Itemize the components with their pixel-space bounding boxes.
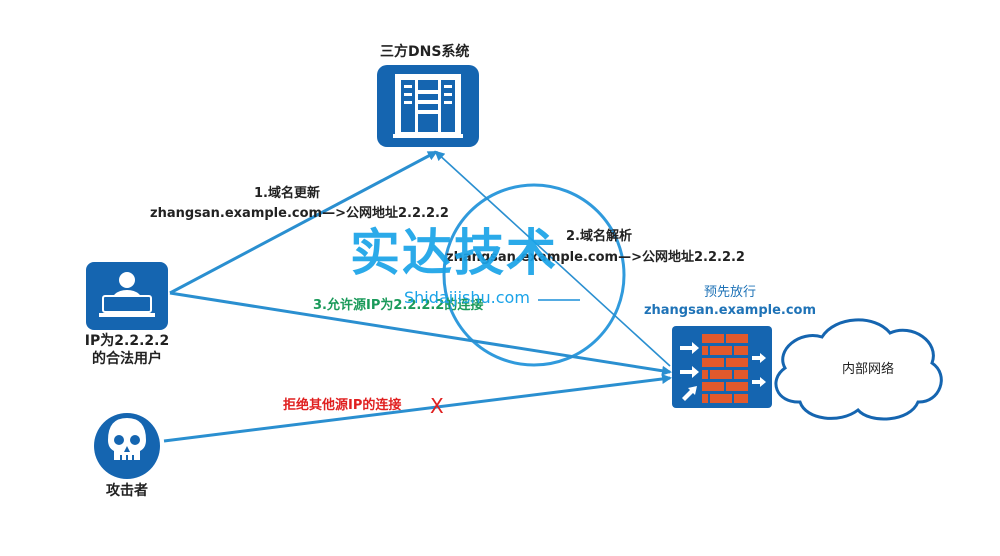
firewall-label-line2: zhangsan.example.com	[643, 303, 817, 318]
watermark-subtitle: Shidaijishu.com	[404, 288, 530, 307]
dns-server-label: 三方DNS系统	[380, 44, 470, 60]
allow-connection-arrow	[169, 291, 672, 376]
watermark-circle	[442, 183, 626, 367]
attacker-skull-icon	[94, 413, 160, 479]
domain-update-label-line1: 1.域名更新	[254, 186, 320, 201]
watermark-title: 实达技术	[350, 224, 558, 282]
reject-x-mark: X	[430, 394, 444, 418]
domain-update-arrow	[169, 150, 438, 295]
reject-connection-label: 拒绝其他源IP的连接	[283, 398, 402, 413]
cloud-icon	[774, 318, 943, 421]
dns-server-icon	[377, 65, 479, 147]
domain-resolve-label-line2: zhangsan.example.com—>公网地址2.2.2.2	[446, 250, 745, 265]
allow-connection-label: 3.允许源IP为2.2.2.2的连接	[313, 298, 484, 313]
legit-user-label-line2: 的合法用户	[92, 351, 162, 367]
legit-user-label-line1: IP为2.2.2.2	[84, 333, 170, 349]
firewall-icon	[672, 326, 772, 408]
reject-connection-arrow	[163, 374, 672, 443]
domain-resolve-arrow	[434, 150, 671, 367]
domain-resolve-label-line1: 2.域名解析	[566, 229, 632, 244]
user-computer-icon	[86, 262, 168, 330]
firewall-label-line1: 预先放行	[703, 285, 756, 300]
domain-update-label-line2: zhangsan.example.com—>公网地址2.2.2.2	[150, 206, 449, 221]
attacker-label: 攻击者	[106, 483, 148, 499]
internal-network-label: 内部网络	[841, 362, 894, 377]
